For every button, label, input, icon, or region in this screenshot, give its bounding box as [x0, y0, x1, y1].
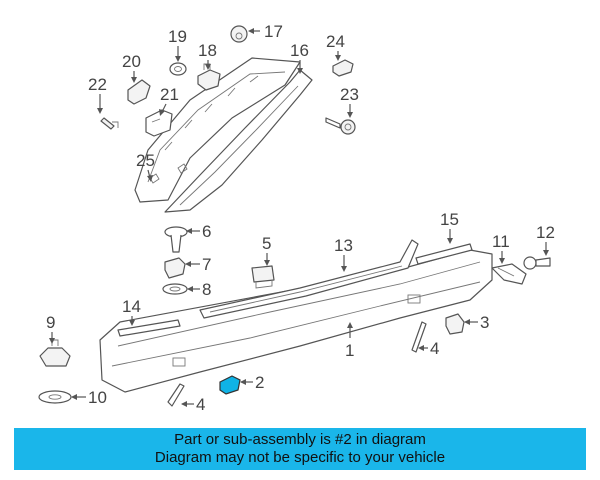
- callout-1: 1: [345, 341, 354, 360]
- callout-23: 23: [340, 85, 359, 104]
- info-banner: Part or sub-assembly is #2 in diagram Di…: [14, 428, 586, 470]
- part-17-grommet: [230, 25, 248, 43]
- part-4-brace-right: [411, 321, 427, 353]
- callout-14: 14: [122, 297, 141, 316]
- callout-22: 22: [88, 75, 107, 94]
- part-5-clip: [251, 265, 275, 289]
- part-14-moulding: [117, 319, 181, 337]
- part-4-brace-bottom: [167, 383, 185, 407]
- part-11-bracket: [491, 263, 527, 285]
- callout-16: 16: [290, 41, 309, 60]
- part-24-clip: [332, 59, 354, 77]
- part-19-clip: [169, 62, 187, 76]
- callout-2: 2: [255, 373, 264, 392]
- callout-4-right: 4: [430, 339, 439, 358]
- callout-13: 13: [334, 236, 353, 255]
- part-22-screw: [100, 117, 119, 130]
- callout-10: 10: [88, 388, 107, 407]
- part-12-fastener: [523, 256, 551, 270]
- callout-6: 6: [202, 222, 211, 241]
- callout-11: 11: [492, 232, 510, 251]
- callout-8: 8: [202, 280, 211, 299]
- part-8-grommet: [162, 283, 188, 295]
- callout-17: 17: [264, 22, 283, 41]
- callout-7: 7: [202, 255, 211, 274]
- part-1-rocker-panel: [99, 249, 493, 393]
- part-25-pillar-trim: [134, 57, 301, 203]
- part-23-bolt: [325, 117, 356, 135]
- callout-18: 18: [198, 41, 217, 60]
- part-15-strip: [415, 243, 473, 265]
- part-6-push-pin: [164, 226, 188, 253]
- part-7-clip: [164, 257, 186, 279]
- part-16-pillar-trim-outer: [164, 69, 313, 213]
- callout-5: 5: [262, 234, 271, 253]
- callout-20: 20: [122, 52, 141, 71]
- part-10-washer: [38, 390, 72, 404]
- banner-line-2: Diagram may not be specific to your vehi…: [154, 449, 446, 466]
- part-13-sill-plate: [199, 239, 419, 319]
- callout-4-bottom: 4: [196, 395, 205, 414]
- callout-12: 12: [536, 223, 555, 242]
- part-20-bracket: [127, 79, 151, 105]
- callout-25: 25: [136, 151, 155, 170]
- parts-diagram: 17 19 18 16 24 20 22 21 23 25: [38, 22, 555, 414]
- callouts: 17 19 18 16 24 20 22 21 23 25: [46, 22, 555, 414]
- callout-21: 21: [160, 85, 179, 104]
- banner-line-1: Part or sub-assembly is #2 in diagram: [174, 431, 426, 448]
- part-3-cap: [445, 313, 465, 335]
- part-9-nut-clip: [39, 339, 71, 367]
- callout-24: 24: [326, 32, 345, 51]
- callout-19: 19: [168, 27, 187, 46]
- part-2-highlighted[interactable]: [219, 375, 241, 395]
- callout-3: 3: [480, 313, 489, 332]
- callout-9: 9: [46, 313, 55, 332]
- callout-15: 15: [440, 210, 459, 229]
